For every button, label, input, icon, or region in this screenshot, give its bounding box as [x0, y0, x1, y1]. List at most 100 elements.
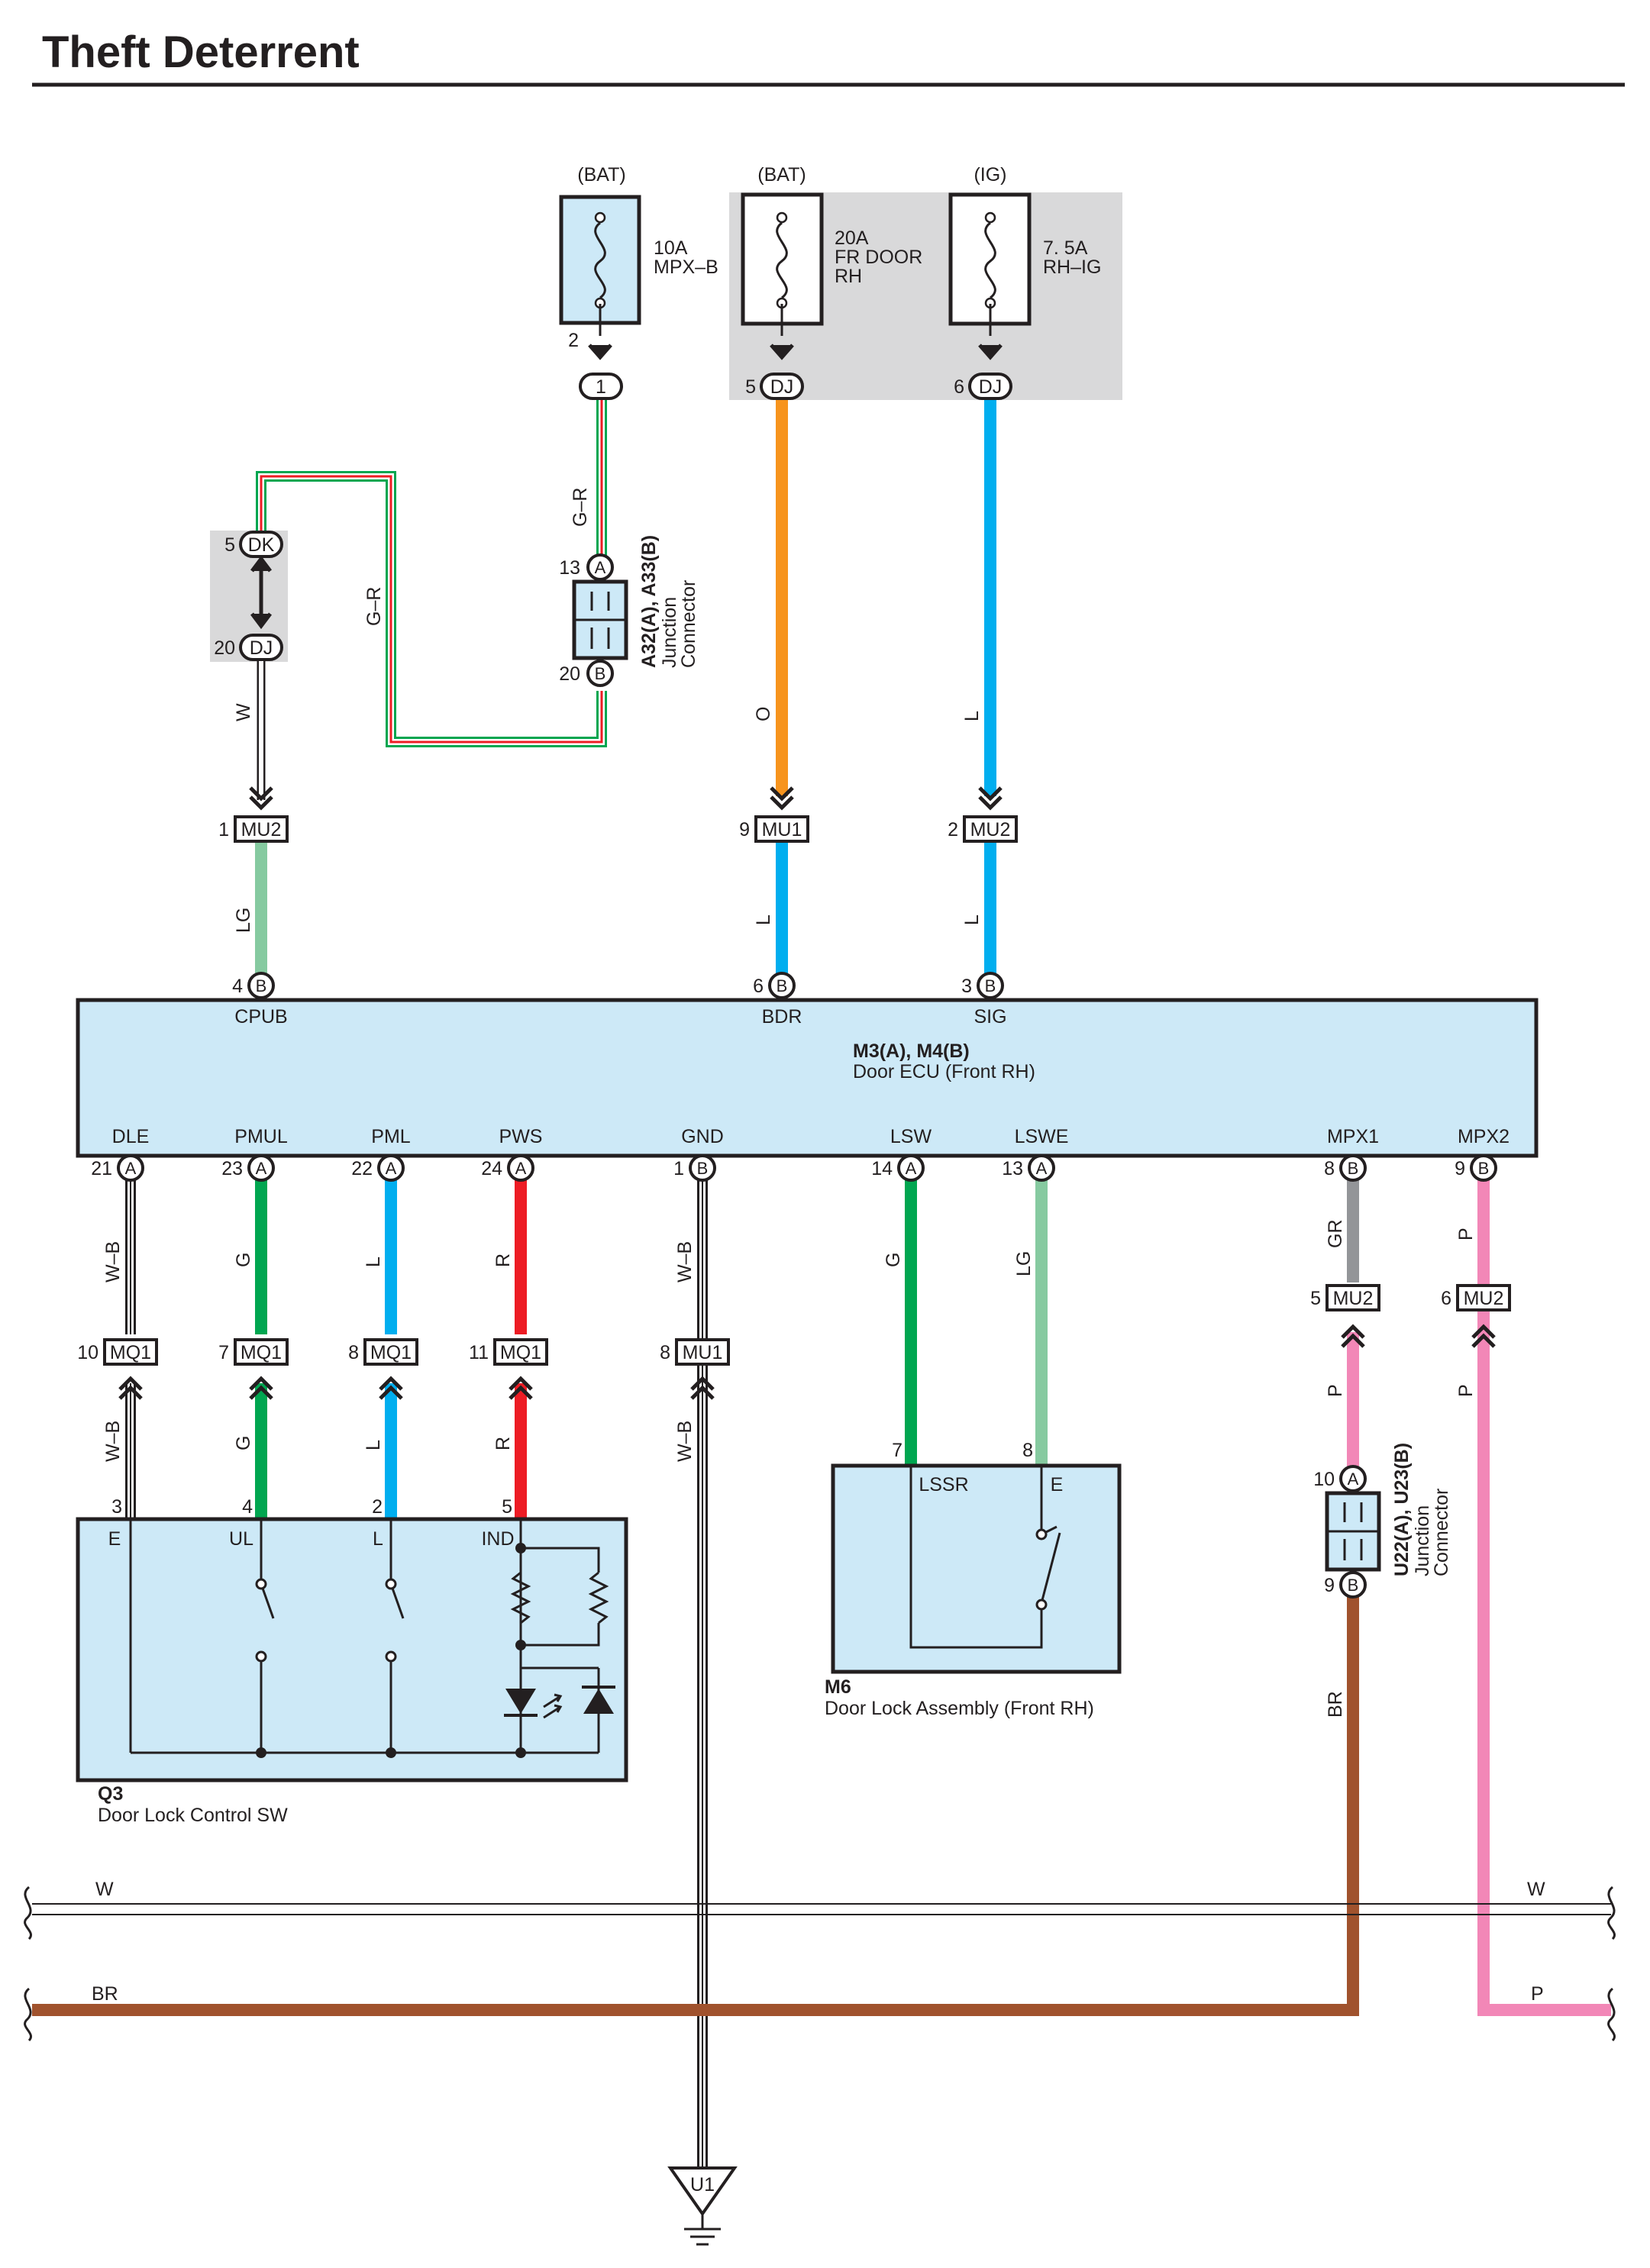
wire-label: P	[1455, 1384, 1477, 1397]
door-ecu: M3(A), M4(B) Door ECU (Front RH) B 4 CPU…	[76, 972, 1539, 1182]
q3-switch-contacts	[255, 1543, 526, 1758]
m6-pin-num-lssr: 7	[892, 1440, 902, 1461]
ecu-pin-dle: DLE A 21	[91, 1126, 150, 1182]
wire-label: LG	[1013, 1251, 1035, 1276]
junction-a32-letter-bottom: B	[595, 664, 606, 683]
pin-letter: A	[1036, 1159, 1048, 1178]
wire-label: G–R	[570, 488, 591, 527]
connector-mq1-10: MQ1 10	[77, 1338, 158, 1366]
connector-dj-5-pin: 5	[745, 376, 756, 398]
fuse-mpx-b-rating: 10A	[654, 237, 688, 259]
q3-pin-label-e: E	[108, 1528, 121, 1550]
connector-mq1-7-pin: 7	[218, 1342, 229, 1363]
pin-number: 9	[1455, 1158, 1465, 1179]
q3-led-icon	[504, 1689, 563, 1719]
wire-label: W–B	[102, 1421, 124, 1462]
connector-mq1-8-name: MQ1	[370, 1342, 412, 1363]
wire-br-bus	[32, 1597, 1359, 2016]
q3-pin-num-e: 3	[111, 1496, 122, 1518]
junction-a32-name: A32(A), A33(B)	[638, 535, 660, 668]
ecu-pin-mpx2: MPX2 B 9	[1455, 1126, 1510, 1182]
ecu-pin-pml: PML A 22	[351, 1126, 411, 1182]
wire-label: BR	[1325, 1691, 1346, 1718]
pin-label: PML	[371, 1126, 411, 1147]
connector-mu2-5-pin: 5	[1310, 1288, 1321, 1309]
connector-dj-6: DJ 6	[954, 373, 1012, 400]
wire-label: G	[233, 1436, 254, 1450]
connector-mq1-11-name: MQ1	[500, 1342, 541, 1363]
q3-pin-label-ul: UL	[229, 1528, 253, 1550]
connector-mu2-1-name: MU2	[241, 819, 282, 840]
q3-pin-num-ul: 4	[242, 1496, 253, 1518]
q3-name: Q3	[98, 1783, 123, 1805]
ecu-pin-gnd: GND B 1	[673, 1126, 724, 1182]
junction-u22-letter-bottom: B	[1348, 1576, 1359, 1595]
ecu-pin-mpx1: MPX1 B 8	[1324, 1126, 1379, 1182]
wire-label: GR	[1325, 1220, 1346, 1249]
junction-u22-line2: Connector	[1431, 1489, 1452, 1576]
ground-u1: U1	[667, 2166, 738, 2246]
ecu-pin-lsw: LSW A 14	[871, 1126, 932, 1182]
connector-dk-5: DK 5	[224, 531, 283, 558]
fuse-rh-ig-name: RH–IG	[1043, 256, 1101, 278]
connector-mq1-10-name: MQ1	[110, 1342, 151, 1363]
junction-u22-letter-top: A	[1348, 1470, 1359, 1489]
ecu-pin-pws: PWS A 24	[481, 1126, 543, 1182]
fuse-fr-door-rh: (BAT) 20A FR DOOR RH	[741, 164, 922, 326]
connector-arrows	[118, 344, 1496, 1400]
wire-label: O	[753, 707, 774, 721]
q3-pin-num-l: 2	[372, 1496, 383, 1518]
m6-desc: Door Lock Assembly (Front RH)	[825, 1698, 1094, 1719]
ecu-pin-sig: B 3 SIG	[961, 972, 1007, 1028]
junction-a32: A 13 B 20 A32(A), A33(B) Junction Connec…	[559, 535, 699, 687]
wire-label: LG	[233, 908, 254, 933]
connector-mu1-8-pin: 8	[660, 1342, 670, 1363]
pin-number: 21	[91, 1158, 112, 1179]
page-title: Theft Deterrent	[42, 27, 360, 77]
ecu-pin-bdr: B 6 BDR	[753, 972, 802, 1028]
fuse-mpx-b-source: (BAT)	[577, 164, 625, 186]
connector-mu2-2-name: MU2	[970, 819, 1011, 840]
connector-dj-6-name: DJ	[979, 376, 1003, 398]
junction-a32-pin-top: 13	[559, 557, 580, 579]
fuse-mpx-b-name: MPX–B	[654, 256, 718, 278]
wire-label: L	[961, 711, 983, 721]
connector-mu1-9-name: MU1	[762, 819, 802, 840]
connector-mu2-6: MU2 6	[1441, 1284, 1511, 1311]
m6-switch-contact	[1035, 1599, 1048, 1611]
m6-pin-label-lssr: LSSR	[919, 1474, 968, 1495]
m6-switch-contact	[1035, 1528, 1048, 1540]
pin-label: PMUL	[234, 1126, 288, 1147]
door-lock-control-switch: 3 4 2 5 E UL L IND	[76, 1496, 628, 1826]
bus-label-p-right: P	[1531, 1983, 1544, 2005]
pin-letter: B	[1478, 1159, 1490, 1178]
wire-label: W–B	[674, 1421, 696, 1462]
pin-label: PWS	[499, 1126, 543, 1147]
connector-mq1-7: MQ1 7	[218, 1338, 289, 1366]
connector-dj-20-name: DJ	[250, 637, 273, 659]
q3-diode-icon	[582, 1686, 615, 1714]
pin-letter: A	[125, 1159, 137, 1178]
ecu-pin-pmul: PMUL A 23	[221, 1126, 288, 1182]
connector-mu2-6-name: MU2	[1464, 1288, 1504, 1309]
ecu-desc: Door ECU (Front RH)	[853, 1061, 1035, 1082]
pin-label: DLE	[112, 1126, 150, 1147]
wire-label: W	[233, 703, 254, 721]
pin-number: 6	[753, 976, 764, 997]
pin-letter: B	[697, 1159, 709, 1178]
wire-label: G–R	[363, 587, 385, 626]
pin-number: 3	[961, 976, 972, 997]
pin-number: 1	[673, 1158, 684, 1179]
connector-mu2-1-pin: 1	[218, 819, 229, 840]
connector-mu2-2: MU2 2	[948, 815, 1018, 843]
wire-label: P	[1325, 1384, 1346, 1397]
connector-1: 1 2	[568, 330, 623, 400]
pin-label: BDR	[762, 1006, 802, 1028]
bus-break-left	[24, 1886, 32, 2042]
fuse-mpx-b: (BAT) 10A MPX–B	[559, 164, 718, 325]
connector-mu1-9: MU1 9	[739, 815, 809, 843]
wire-label: G	[883, 1253, 904, 1267]
wire-label: L	[363, 1440, 384, 1450]
connector-mu1-8: MU1 8	[660, 1338, 730, 1366]
ground-name: U1	[690, 2174, 715, 2195]
